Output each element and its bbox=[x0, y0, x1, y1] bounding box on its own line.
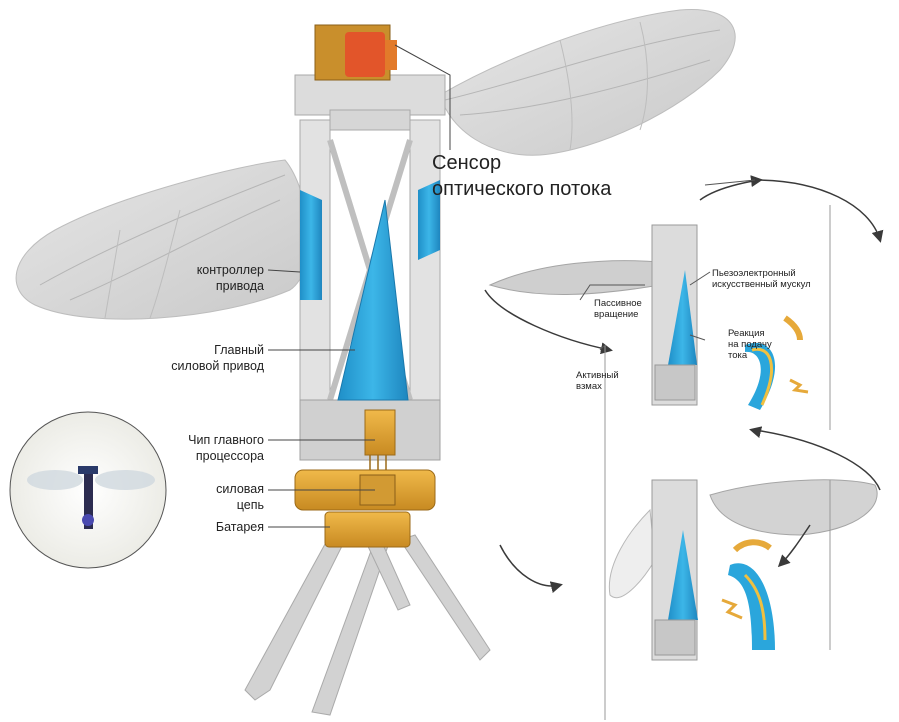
leader-lines bbox=[267, 44, 451, 528]
reaction-label-line1: Реакция bbox=[728, 328, 765, 339]
battery-label-text: Батарея bbox=[215, 520, 264, 534]
inset-leader-lines bbox=[579, 179, 756, 351]
active-stroke-label: Активный взмах bbox=[576, 370, 619, 392]
sensor-label-line2: оптического потока bbox=[432, 178, 612, 200]
controller-label-line2: привода bbox=[215, 279, 264, 293]
inset-robot-lower bbox=[608, 479, 878, 661]
passive-label-line2: вращение bbox=[594, 309, 639, 320]
processor-chip bbox=[364, 409, 396, 470]
active-label-line2: взмах bbox=[576, 381, 602, 392]
sensor-label: Сенсор оптического потока bbox=[432, 150, 611, 202]
main-drive-label-line1: Главный bbox=[214, 343, 264, 357]
main-drive-label: Главный силовой привод bbox=[140, 342, 264, 374]
battery-label: Батарея bbox=[170, 519, 264, 535]
inset-robot-upper bbox=[488, 224, 809, 410]
current-reaction-label: Реакция на подачу тока bbox=[728, 328, 772, 361]
passive-rotation-label: Пассивное вращение bbox=[594, 298, 642, 320]
robot-photo-inset bbox=[9, 411, 167, 569]
reaction-label-line3: тока bbox=[728, 350, 748, 361]
robot-legs bbox=[244, 534, 491, 716]
battery bbox=[324, 511, 411, 548]
power-label-line2: цепь bbox=[236, 498, 264, 512]
main-actuator bbox=[337, 199, 409, 401]
passive-label-line1: Пассивное bbox=[594, 298, 642, 309]
chip-label-line1: Чип главного bbox=[188, 433, 264, 447]
optical-flow-sensor bbox=[314, 24, 397, 81]
chip-label-line2: процессора bbox=[195, 449, 264, 463]
piezo-label-line2: искусственный мускул bbox=[712, 279, 811, 290]
piezo-label: Пьезоэлектронный искусственный мускул bbox=[712, 268, 811, 290]
active-label-line1: Активный bbox=[576, 370, 619, 381]
sensor-label-line1: Сенсор bbox=[432, 152, 502, 174]
main-drive-label-line2: силовой привод bbox=[171, 359, 264, 373]
left-wing bbox=[15, 159, 309, 320]
power-label-line1: силовая bbox=[216, 482, 264, 496]
controller-label-line1: контроллер bbox=[196, 263, 264, 277]
reaction-label-line2: на подачу bbox=[728, 339, 772, 350]
right-wing bbox=[439, 8, 736, 156]
power-label: силовая цепь bbox=[170, 481, 264, 513]
chip-label: Чип главного процессора bbox=[150, 432, 264, 464]
motion-arrows bbox=[484, 175, 884, 720]
side-actuators bbox=[300, 180, 440, 300]
piezo-label-line1: Пьезоэлектронный bbox=[712, 268, 796, 279]
controller-label: контроллер привода bbox=[160, 262, 264, 294]
